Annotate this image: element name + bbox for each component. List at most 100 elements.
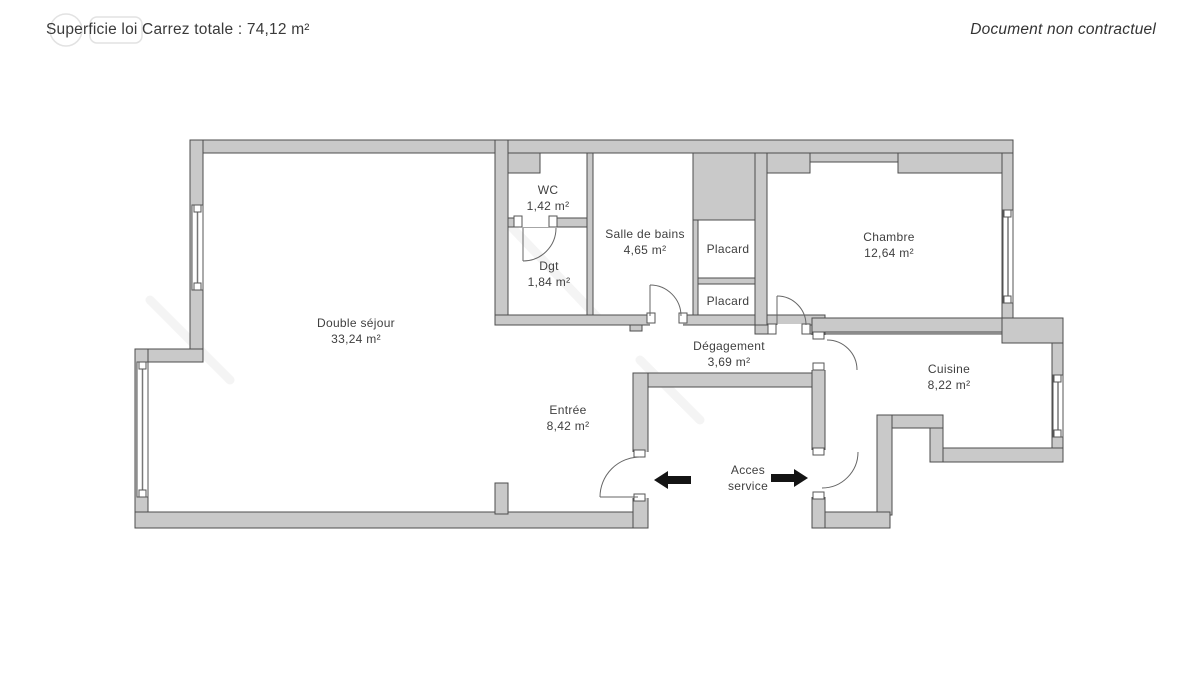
- wall-chambre-top-notch: [809, 152, 899, 163]
- wall-sejour-entree-stub: [494, 482, 509, 515]
- room-area: 1,84 m²: [527, 275, 571, 289]
- door-opening: [811, 450, 826, 497]
- room-label-degagement: Dégagement 3,69 m²: [693, 338, 765, 370]
- door-degagement-cuisine: [811, 331, 858, 371]
- window-end-tick: [1003, 295, 1012, 304]
- door-jamb: [767, 323, 777, 335]
- door-jamb: [812, 491, 825, 500]
- room-name: Chambre: [863, 230, 915, 244]
- arrow-left-icon: [654, 471, 691, 489]
- service-access-line1: Acces: [730, 463, 766, 477]
- wall-placard-divider: [697, 277, 756, 285]
- wall-chambre-left: [754, 152, 768, 335]
- wall-wc-corner-duct: [507, 152, 541, 174]
- door-opening: [770, 324, 808, 335]
- door-service-cuisine: [811, 447, 859, 500]
- window-end-tick: [138, 361, 147, 370]
- wall-above-placards: [692, 152, 756, 221]
- room-area: 8,42 m²: [546, 419, 590, 433]
- room-name: Placard: [706, 242, 750, 256]
- wall-cuisine-ext-bottom: [824, 511, 891, 529]
- wall-top: [189, 139, 1014, 154]
- door-chambre: [767, 295, 811, 335]
- door-salle-de-bains: [646, 284, 688, 326]
- room-area: 12,64 m²: [864, 246, 914, 260]
- room-label-placard-1: Placard: [707, 241, 750, 257]
- room-label-double-sejour: Double séjour 33,24 m²: [317, 315, 395, 347]
- door-swing-arc: [821, 451, 859, 489]
- room-name: Cuisine: [927, 362, 971, 376]
- watermark-logo-circle: [49, 13, 83, 47]
- door-jamb: [812, 447, 825, 456]
- window-chambre: [1002, 209, 1014, 304]
- watermark-streak: [495, 210, 605, 325]
- room-label-placard-2: Placard: [707, 293, 750, 309]
- arrow-right-icon: [771, 469, 808, 487]
- watermark-streak: [635, 355, 705, 425]
- door-jamb: [646, 312, 656, 324]
- window-end-tick: [193, 282, 202, 291]
- room-area: 4,65 m²: [623, 243, 667, 257]
- wall-bottom: [134, 511, 649, 529]
- room-area: 1,42 m²: [526, 199, 570, 213]
- door-entree: [599, 449, 649, 502]
- window-end-tick: [1053, 374, 1062, 383]
- door-jamb: [633, 449, 646, 458]
- door-jamb: [801, 323, 811, 335]
- watermark-logo-badge: [89, 16, 143, 44]
- room-label-chambre: Chambre 12,64 m²: [863, 229, 914, 261]
- room-label-cuisine: Cuisine 8,22 m²: [928, 361, 971, 393]
- window-sejour-upper: [191, 204, 204, 291]
- window-end-tick: [193, 204, 202, 213]
- room-label-salle-de-bains: Salle de bains 4,65 m²: [605, 226, 685, 258]
- room-name: Placard: [706, 294, 750, 308]
- wall-degagement-bottom: [632, 372, 826, 388]
- window-end-tick: [1053, 429, 1062, 438]
- room-label-wc: WC 1,42 m²: [527, 182, 570, 214]
- room-area: 3,69 m²: [707, 355, 751, 369]
- door-opening: [517, 217, 553, 227]
- wall-sdb-right: [692, 219, 699, 316]
- window-cuisine: [1052, 374, 1064, 438]
- window-end-tick: [138, 489, 147, 498]
- window-end-tick: [1003, 209, 1012, 218]
- door-swing-arc: [649, 284, 682, 317]
- door-swing-arc: [776, 295, 807, 326]
- room-name: Dégagement: [693, 339, 765, 353]
- wall-wc-sdb-divider: [586, 152, 594, 319]
- window-sejour-lower: [136, 361, 149, 498]
- room-label-entree: Entrée 8,42 m²: [547, 402, 590, 434]
- total-area-label: Superficie loi Carrez totale : 74,12 m²: [46, 21, 310, 38]
- door-swing-arc: [522, 227, 557, 262]
- wall-chambre-top-left: [761, 152, 811, 174]
- room-name: WC: [537, 183, 559, 197]
- door-opening: [811, 335, 826, 370]
- door-swing-arc: [599, 456, 641, 498]
- wall-chambre-top-right: [897, 152, 1003, 174]
- door-swing-arc: [826, 339, 858, 371]
- room-label-dgt: Dgt 1,84 m²: [528, 258, 571, 290]
- wall-cuisine-step-v: [876, 414, 893, 516]
- wall-cuisine-corner-block: [1001, 317, 1064, 344]
- door-jamb: [812, 362, 825, 371]
- door-wc-dgt: [513, 215, 558, 262]
- wall-sejour-right: [494, 139, 509, 326]
- wall-doorstop-stub: [629, 324, 643, 332]
- room-name: Dgt: [539, 259, 559, 273]
- room-area: 33,24 m²: [331, 332, 381, 346]
- door-jamb: [548, 215, 558, 228]
- room-area: 8,22 m²: [927, 378, 971, 392]
- wall-cuisine-top: [811, 317, 1014, 333]
- service-access-line2: service: [727, 479, 769, 493]
- disclaimer-label: Document non contractuel: [970, 21, 1156, 38]
- wall-cuisine-bottom: [929, 447, 1064, 463]
- service-access-label: Acces service: [728, 462, 768, 494]
- door-opening: [632, 452, 649, 498]
- room-name: Salle de bains: [605, 227, 685, 241]
- room-name: Entrée: [549, 403, 587, 417]
- room-name: Double séjour: [317, 316, 395, 330]
- door-opening: [650, 314, 683, 326]
- door-jamb: [678, 312, 688, 324]
